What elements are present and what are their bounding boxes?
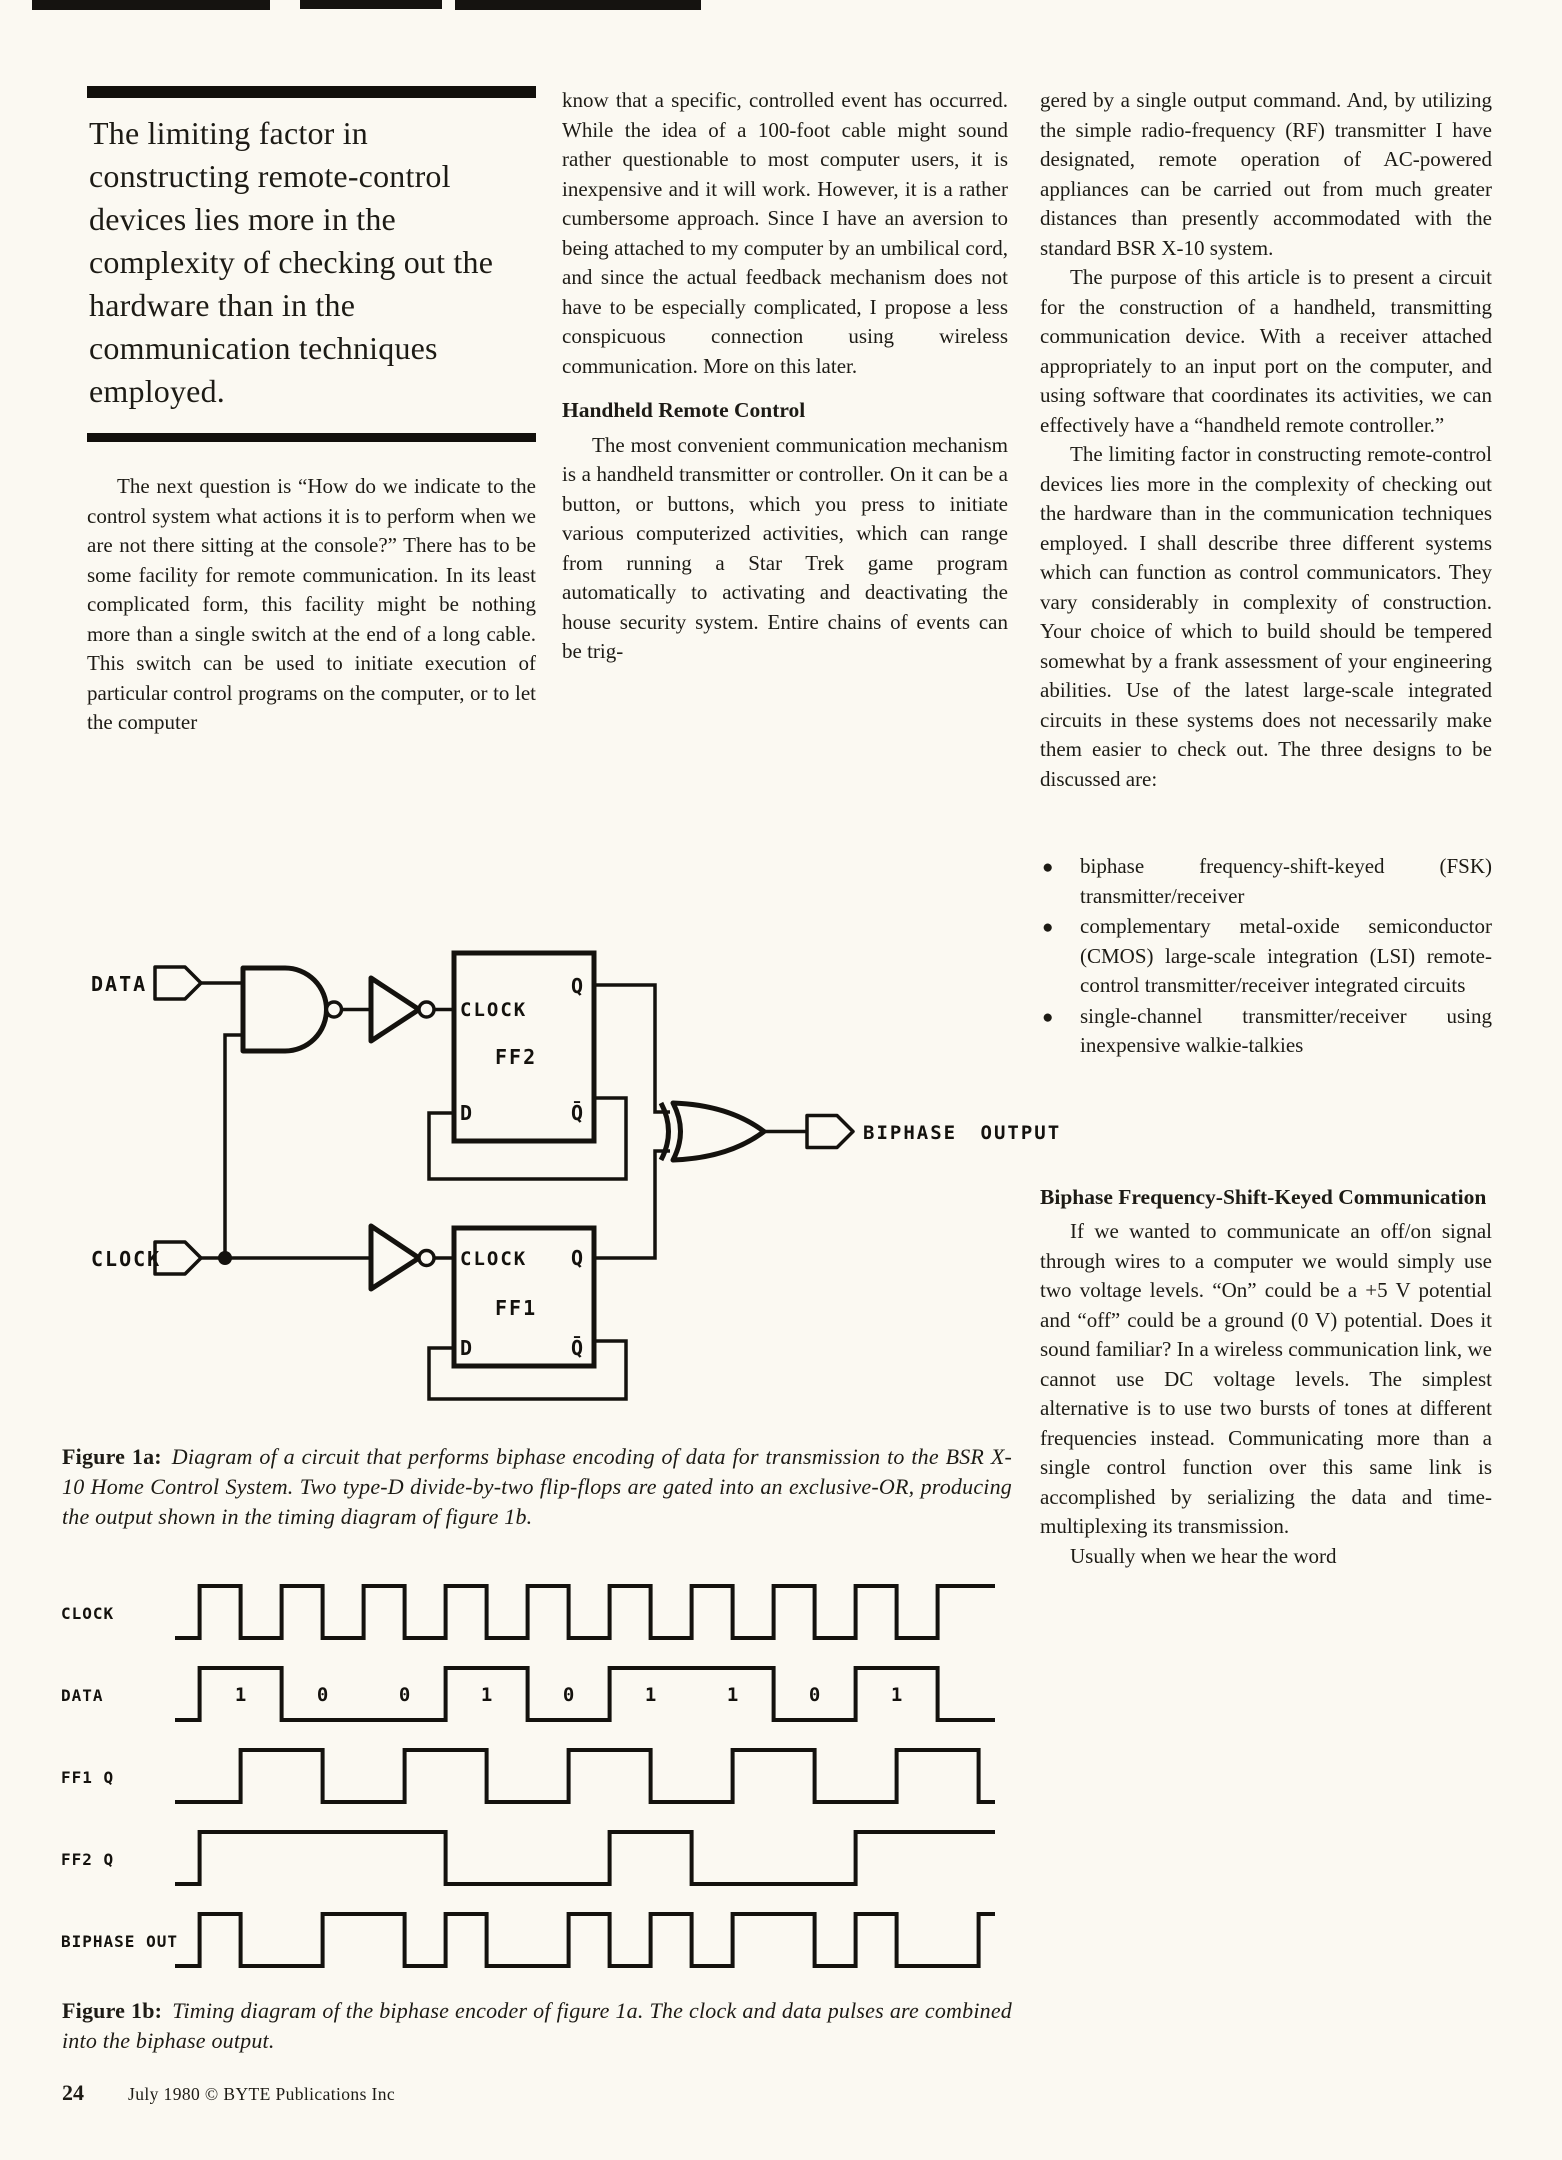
waveform-label-biphase-out: BIPHASE OUT [61,1932,178,1951]
ff1-q-wire [594,1149,670,1260]
list-item-text: complementary metal-oxide semiconductor … [1080,914,1492,997]
d-flip-flop-ff2 [451,950,597,1144]
waveform-trace-ff1-q [175,1748,995,1804]
data-input-connector [153,965,203,1001]
data-bit-value: 1 [481,1684,492,1706]
figure-1b-caption-text: Timing diagram of the biphase encoder of… [62,1998,1012,2053]
scan-artifact-strip [300,0,442,9]
figure-1b-caption: Figure 1b:Timing diagram of the biphase … [62,1996,1012,2056]
list-item-text: biphase frequency-shift-keyed (FSK) tran… [1080,854,1492,908]
ff2-qbar-pin-label: Q̄ [571,1101,585,1125]
ff1-clock-pin-label: CLOCK [460,1248,527,1270]
list-item: ● biphase frequency-shift-keyed (FSK) tr… [1040,852,1492,911]
ff2-q-pin-label: Q [571,974,585,998]
data-bit-value: 1 [891,1684,902,1706]
scan-artifact-strip [32,0,270,10]
body-paragraph: The limiting factor in constructing remo… [1040,442,1492,791]
inverter-output-bubble [417,1000,436,1019]
pull-quote: The limiting factor in constructing remo… [87,86,536,442]
d-flip-flop-ff1 [451,1225,597,1369]
ff2-feedback-wire [427,1096,628,1181]
waveform-label-ff2-q: FF2 Q [61,1850,114,1869]
list-item-text: single-channel transmitter/receiver usin… [1080,1003,1492,1058]
ff1-feedback-wire [427,1339,628,1401]
ff1-d-pin-label: D [460,1336,474,1360]
ff1-name-label: FF1 [495,1296,537,1320]
data-bit-value: 0 [317,1684,328,1706]
body-paragraph: Usually when we hear the word [1070,1543,1337,1568]
ff1-q-pin-label: Q [571,1246,585,1270]
biphase-output-label: BIPHASE OUTPUT [863,1122,1061,1144]
bullet-icon: ● [1042,857,1054,878]
data-bit-value: 0 [809,1684,820,1706]
waveform-trace-clock [175,1584,995,1640]
body-paragraph: The purpose of this article is to presen… [1040,265,1492,437]
page-number: 24 [62,2080,84,2105]
ff2-d-pin-label: D [460,1101,474,1125]
waveform-trace-data [175,1666,995,1722]
body-paragraph: If we wanted to communicate an off/on si… [1040,1219,1492,1538]
clock-input-connector [153,1240,203,1276]
ff2-q-wire [594,983,670,1114]
column-middle: know that a specific, controlled event h… [562,86,1008,667]
inverter-gate [368,975,422,1044]
xor-gate [670,1100,767,1163]
waveform-label-ff1-q: FF1 Q [61,1768,114,1787]
column-right: gered by a single output command. And, b… [1040,86,1492,1571]
inverter-gate [368,1223,422,1292]
waveform-label-data: DATA [61,1686,104,1705]
list-item: ● complementary metal-oxide semiconducto… [1040,912,1492,1001]
data-bit-value: 1 [645,1684,656,1706]
scan-artifact-strip [455,0,701,10]
figure-1a-caption-text: Diagram of a circuit that performs bipha… [62,1444,1012,1529]
data-bit-value: 1 [235,1684,246,1706]
pull-quote-rule-bottom [87,433,536,442]
column-left: The limiting factor in constructing remo… [87,86,536,738]
pull-quote-rule-top [87,86,536,98]
bullet-icon: ● [1042,917,1054,938]
publication-credit: July 1980 © BYTE Publications Inc [128,2084,396,2104]
nand-gate [240,965,329,1054]
data-input-label: DATA [91,972,147,996]
page-footer: 24 July 1980 © BYTE Publications Inc [62,2080,395,2106]
circuit-diagram: DATA CLOCK FF2 D Q Q̄ BIPHASE OUTPUT CLO… [91,950,1059,1401]
section-heading: Handheld Remote Control [562,398,806,422]
figure-1b-caption-label: Figure 1b: [62,1998,163,2023]
body-paragraph: know that a specific, controlled event h… [562,88,1008,378]
waveform-trace-biphase-out [175,1912,995,1968]
bullet-icon: ● [1042,1006,1054,1028]
clock-input-label: CLOCK [91,1247,161,1271]
body-paragraph: The next question is “How do we indicate… [87,474,536,734]
wire [223,1033,243,1258]
data-bit-value: 1 [727,1684,738,1706]
waveform-label-clock: CLOCK [61,1604,114,1623]
figure-1a-caption-label: Figure 1a: [62,1444,162,1469]
inverter-output-bubble [417,1248,436,1268]
waveform-trace-ff2-q [175,1830,995,1886]
wire-junction-dot [218,1251,232,1265]
ff1-qbar-pin-label: Q̄ [571,1336,585,1360]
section-heading: Biphase Frequency-Shift-Keyed Communicat… [1040,1184,1487,1209]
design-list: ● biphase frequency-shift-keyed (FSK) tr… [1040,852,1492,1061]
output-connector [805,1113,855,1150]
xor-input-arc [658,1101,671,1162]
pull-quote-text: The limiting factor in constructing remo… [89,115,494,409]
data-bit-value: 0 [563,1684,574,1706]
ff2-name-label: FF2 [495,1045,537,1069]
body-paragraph: gered by a single output command. And, b… [1040,88,1492,260]
ff2-clock-pin-label: CLOCK [460,999,527,1021]
nand-output-bubble [324,1000,344,1019]
figure-1a-caption: Figure 1a:Diagram of a circuit that perf… [62,1442,1012,1532]
body-paragraph: The most convenient communication mechan… [562,432,1008,664]
list-item: ● single-channel transmitter/receiver us… [1040,1002,1492,1061]
data-bit-value: 0 [399,1684,410,1706]
